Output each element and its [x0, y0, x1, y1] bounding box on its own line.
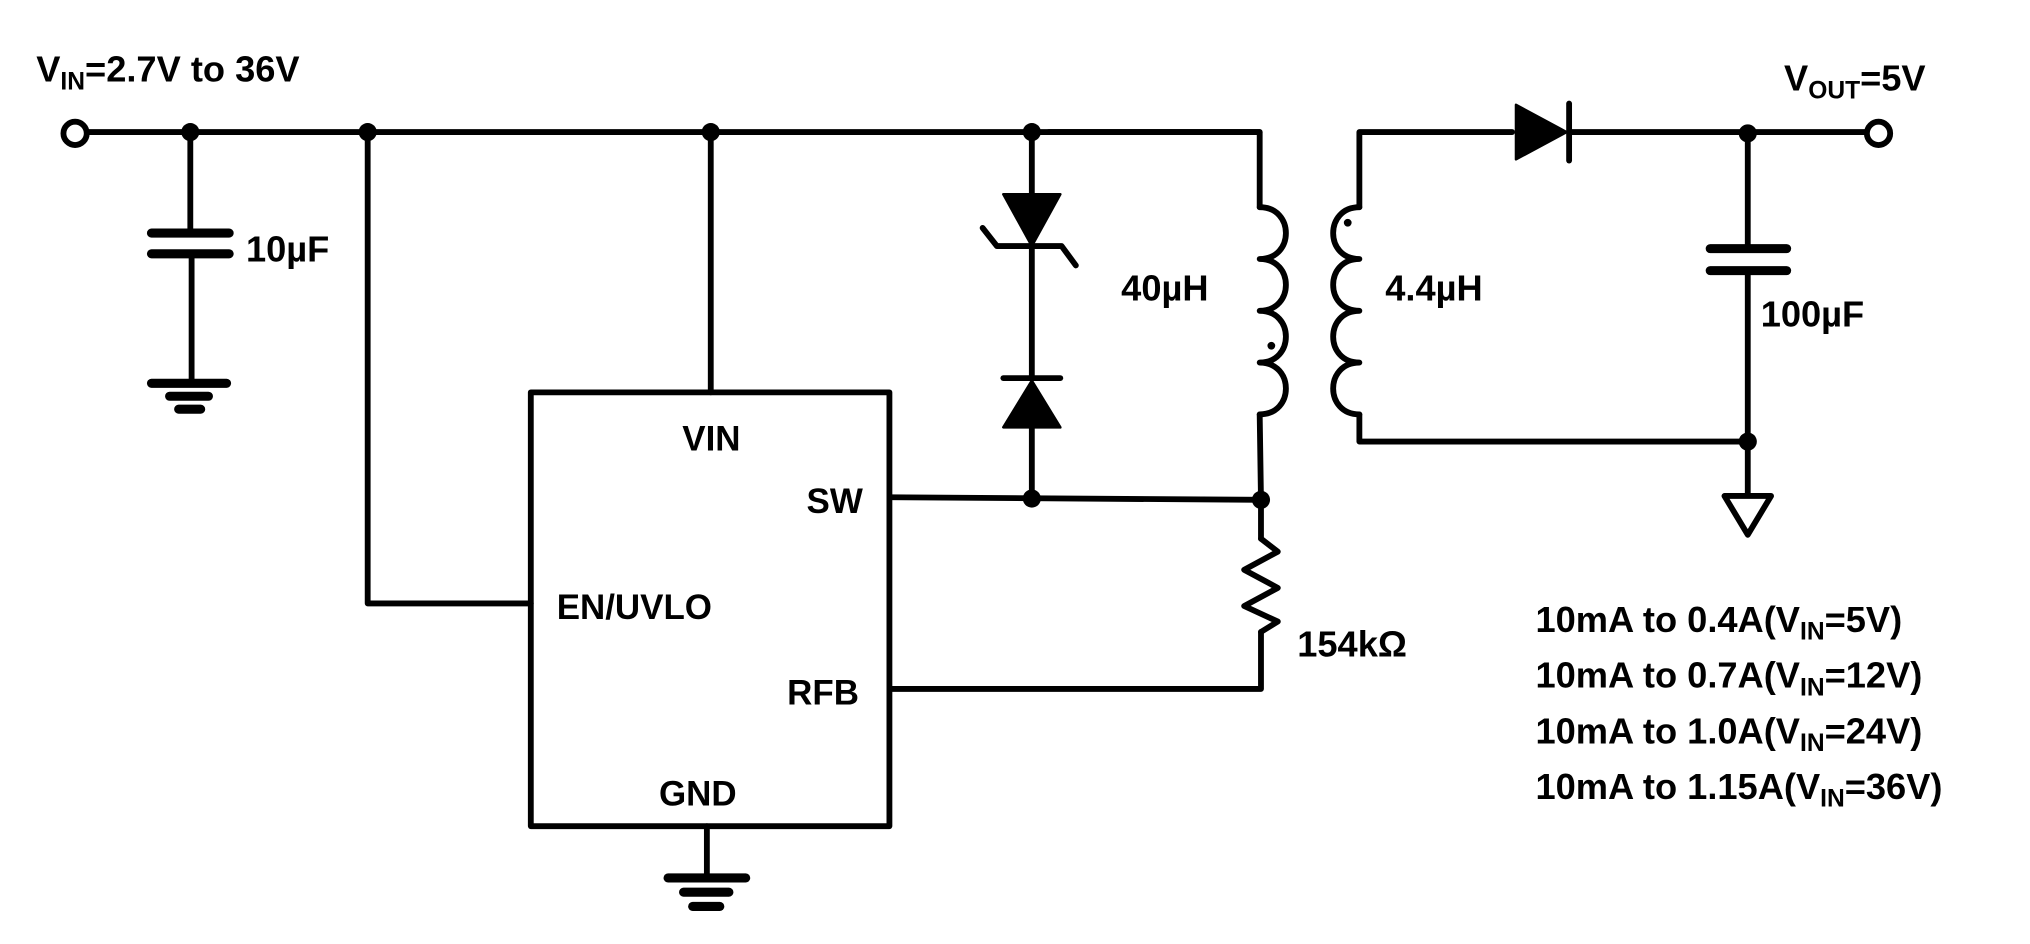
en-uvlo-wire: [364, 129, 534, 607]
vout-label: VOUT=5V: [1784, 58, 1926, 105]
ic-pin-sw: SW: [807, 482, 863, 521]
output-diode: [1514, 100, 1870, 164]
sw-node-wire: [886, 494, 1264, 503]
input-capacitor: [146, 129, 234, 385]
polarity-dot: [1343, 218, 1352, 227]
output-capacitor-label: 100µF: [1761, 293, 1865, 334]
vin-label: VIN=2.7V to 36V: [36, 49, 299, 96]
load-note: 10mA to 0.7A(VIN=12V): [1535, 655, 1922, 702]
ic-pin-en-uvlo: EN/UVLO: [557, 588, 712, 627]
input-capacitor-label: 10µF: [246, 229, 329, 270]
ground-icon: [663, 823, 751, 911]
vin-terminal: [60, 118, 90, 148]
ic-pin-gnd: GND: [659, 774, 737, 813]
primary-inductance-label: 40µH: [1121, 267, 1208, 308]
zener-diode: [979, 129, 1079, 382]
load-note: 10mA to 0.4A(VIN=5V): [1535, 599, 1902, 646]
clamp-diode: [1000, 375, 1064, 502]
junction-dot: [1738, 432, 1757, 451]
load-notes: 10mA to 0.4A(VIN=5V) 10mA to 0.7A(VIN=12…: [1535, 599, 1942, 813]
output-ground-icon: [1721, 493, 1774, 538]
transformer-secondary: [1330, 129, 1751, 445]
load-note: 10mA to 1.15A(VIN=36V): [1535, 766, 1942, 813]
ic-pin-vin: VIN: [682, 420, 740, 459]
ic-pin-rfb: RFB: [787, 673, 859, 712]
load-note: 10mA to 1.0A(VIN=24V): [1535, 710, 1922, 757]
polarity-dot: [1267, 341, 1276, 350]
ic-block: [527, 389, 893, 830]
output-capacitor: [1705, 130, 1792, 498]
vout-terminal: [1863, 118, 1894, 148]
feedback-resistor-label: 154kΩ: [1297, 624, 1407, 665]
secondary-inductance-label: 4.4µH: [1385, 267, 1482, 308]
feedback-resistor: [886, 496, 1281, 692]
transformer-primary: [1045, 129, 1289, 503]
ground-icon: [146, 378, 232, 414]
